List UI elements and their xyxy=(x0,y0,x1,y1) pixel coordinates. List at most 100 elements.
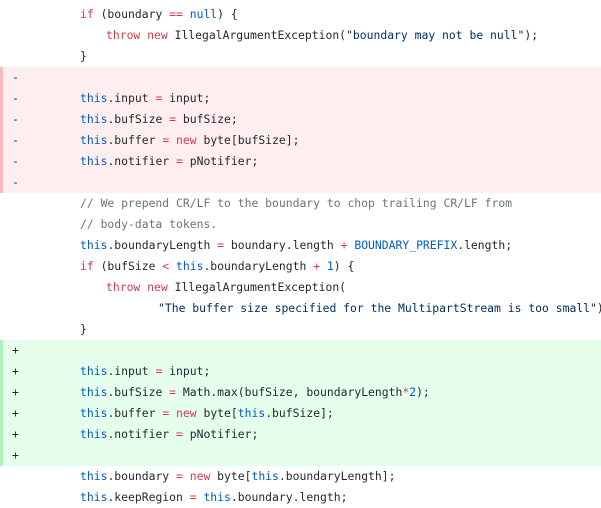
diff-marker: + xyxy=(12,364,19,378)
diff-change-bar xyxy=(0,151,3,172)
code-token: .bufSize xyxy=(107,112,170,126)
diff-marker: - xyxy=(12,70,19,84)
diff-marker: - xyxy=(12,175,19,189)
code-token: (bufSize xyxy=(93,259,163,273)
code-token: BOUNDARY_PREFIX xyxy=(354,238,458,252)
diff-line-context[interactable]: } xyxy=(0,319,601,340)
diff-line-removed[interactable]: - xyxy=(0,172,601,193)
diff-line-context[interactable]: } xyxy=(0,46,601,67)
code-line: if (bufSize < this.boundaryLength + 1) { xyxy=(24,256,601,277)
code-token: .buffer xyxy=(107,406,163,420)
code-token: if xyxy=(80,259,94,273)
diff-line-context[interactable]: this.boundary = new byte[this.boundaryLe… xyxy=(0,466,601,487)
diff-line-removed[interactable]: - xyxy=(0,67,601,88)
code-token: this xyxy=(80,490,108,504)
diff-line-removed[interactable]: -this.buffer = new byte[bufSize]; xyxy=(0,130,601,151)
diff-line-context[interactable]: // body-data tokens. xyxy=(0,214,601,235)
diff-line-context[interactable]: if (boundary == null) { xyxy=(0,4,601,25)
code-line: this.input = input; xyxy=(24,361,601,382)
code-token: if xyxy=(80,7,94,21)
code-token: = xyxy=(155,91,163,105)
diff-line-added[interactable]: +this.bufSize = Math.max(bufSize, bounda… xyxy=(0,382,601,403)
diff-line-context[interactable]: if (bufSize < this.boundaryLength + 1) { xyxy=(0,256,601,277)
diff-change-bar xyxy=(0,445,3,466)
diff-marker: + xyxy=(12,448,19,462)
code-token: ) { xyxy=(333,259,355,273)
code-token: = xyxy=(162,133,170,147)
code-token xyxy=(169,406,176,420)
code-token: .boundary.length; xyxy=(230,490,348,504)
code-token: (boundary xyxy=(93,7,170,21)
code-diff-view: if (boundary == null) {throw new Illegal… xyxy=(0,4,601,508)
code-token: ) { xyxy=(217,7,238,21)
code-token: IllegalArgumentException( xyxy=(167,280,347,294)
code-line: throw new IllegalArgumentException( xyxy=(24,277,601,298)
diff-line-added[interactable]: +this.buffer = new byte[this.bufSize]; xyxy=(0,403,601,424)
code-token: = xyxy=(155,364,163,378)
diff-line-context[interactable]: // We prepend CR/LF to the boundary to c… xyxy=(0,193,601,214)
diff-line-context[interactable]: "The buffer size specified for the Multi… xyxy=(0,298,601,319)
code-line: throw new IllegalArgumentException("boun… xyxy=(24,25,601,46)
code-token: byte[ xyxy=(196,406,238,420)
diff-marker: + xyxy=(12,427,19,441)
diff-line-added[interactable]: + xyxy=(0,340,601,361)
code-line: this.buffer = new byte[this.bufSize]; xyxy=(24,403,601,424)
diff-change-bar xyxy=(0,172,3,193)
code-line: if (boundary == null) { xyxy=(24,4,601,25)
diff-marker: - xyxy=(12,112,19,126)
diff-line-context[interactable]: throw new IllegalArgumentException("boun… xyxy=(0,25,601,46)
diff-marker xyxy=(3,193,24,214)
code-token: = xyxy=(176,427,183,441)
diff-marker xyxy=(3,235,24,256)
code-token: 1 xyxy=(326,259,334,273)
code-token: new xyxy=(176,406,197,420)
code-token: bufSize; xyxy=(176,112,238,126)
code-token: this xyxy=(80,154,108,168)
code-line: this.boundaryLength = boundary.length + … xyxy=(24,235,601,256)
code-token: * xyxy=(402,385,410,399)
diff-line-added[interactable]: +this.notifier = pNotifier; xyxy=(0,424,601,445)
diff-marker xyxy=(3,256,24,277)
code-line: // We prepend CR/LF to the boundary to c… xyxy=(24,193,601,214)
diff-line-removed[interactable]: -this.input = input; xyxy=(0,88,601,109)
code-token: boundary.length xyxy=(224,238,341,252)
diff-marker xyxy=(3,487,24,508)
code-line: this.buffer = new byte[bufSize]; xyxy=(24,130,601,151)
diff-line-removed[interactable]: -this.notifier = pNotifier; xyxy=(0,151,601,172)
diff-marker: + xyxy=(12,343,19,357)
code-token: ); xyxy=(597,301,601,315)
diff-marker: + xyxy=(12,385,19,399)
code-token: ); xyxy=(524,28,539,42)
code-token: new xyxy=(147,28,168,42)
code-token: byte[bufSize]; xyxy=(196,133,300,147)
diff-marker xyxy=(3,4,24,25)
diff-change-bar xyxy=(0,424,3,445)
code-token: IllegalArgumentException( xyxy=(167,28,347,42)
diff-line-context[interactable]: this.boundaryLength = boundary.length + … xyxy=(0,235,601,256)
code-token: new xyxy=(176,133,197,147)
diff-line-context[interactable]: throw new IllegalArgumentException( xyxy=(0,277,601,298)
diff-line-removed[interactable]: -this.bufSize = bufSize; xyxy=(0,109,601,130)
code-token: this xyxy=(80,385,108,399)
code-token: .notifier xyxy=(107,154,177,168)
diff-line-context[interactable]: this.keepRegion = this.boundary.length; xyxy=(0,487,601,508)
diff-change-bar xyxy=(0,340,3,361)
code-token xyxy=(169,133,176,147)
code-token: = xyxy=(176,469,183,483)
code-token: input; xyxy=(162,91,211,105)
code-token: .input xyxy=(107,91,156,105)
code-token: new xyxy=(189,469,211,483)
code-token: null xyxy=(189,7,218,21)
code-line xyxy=(24,172,601,193)
code-token: this xyxy=(80,406,108,420)
code-token: this xyxy=(176,259,204,273)
diff-line-added[interactable]: + this.input = input; xyxy=(0,361,601,382)
diff-line-added[interactable]: + xyxy=(0,445,601,466)
code-token: = xyxy=(162,406,170,420)
diff-marker: - xyxy=(12,91,19,105)
code-token: .keepRegion xyxy=(107,490,190,504)
code-token: .boundary xyxy=(107,469,177,483)
code-token: = xyxy=(176,154,183,168)
code-token: .input xyxy=(107,364,156,378)
code-line: this.input = input; xyxy=(24,88,601,109)
